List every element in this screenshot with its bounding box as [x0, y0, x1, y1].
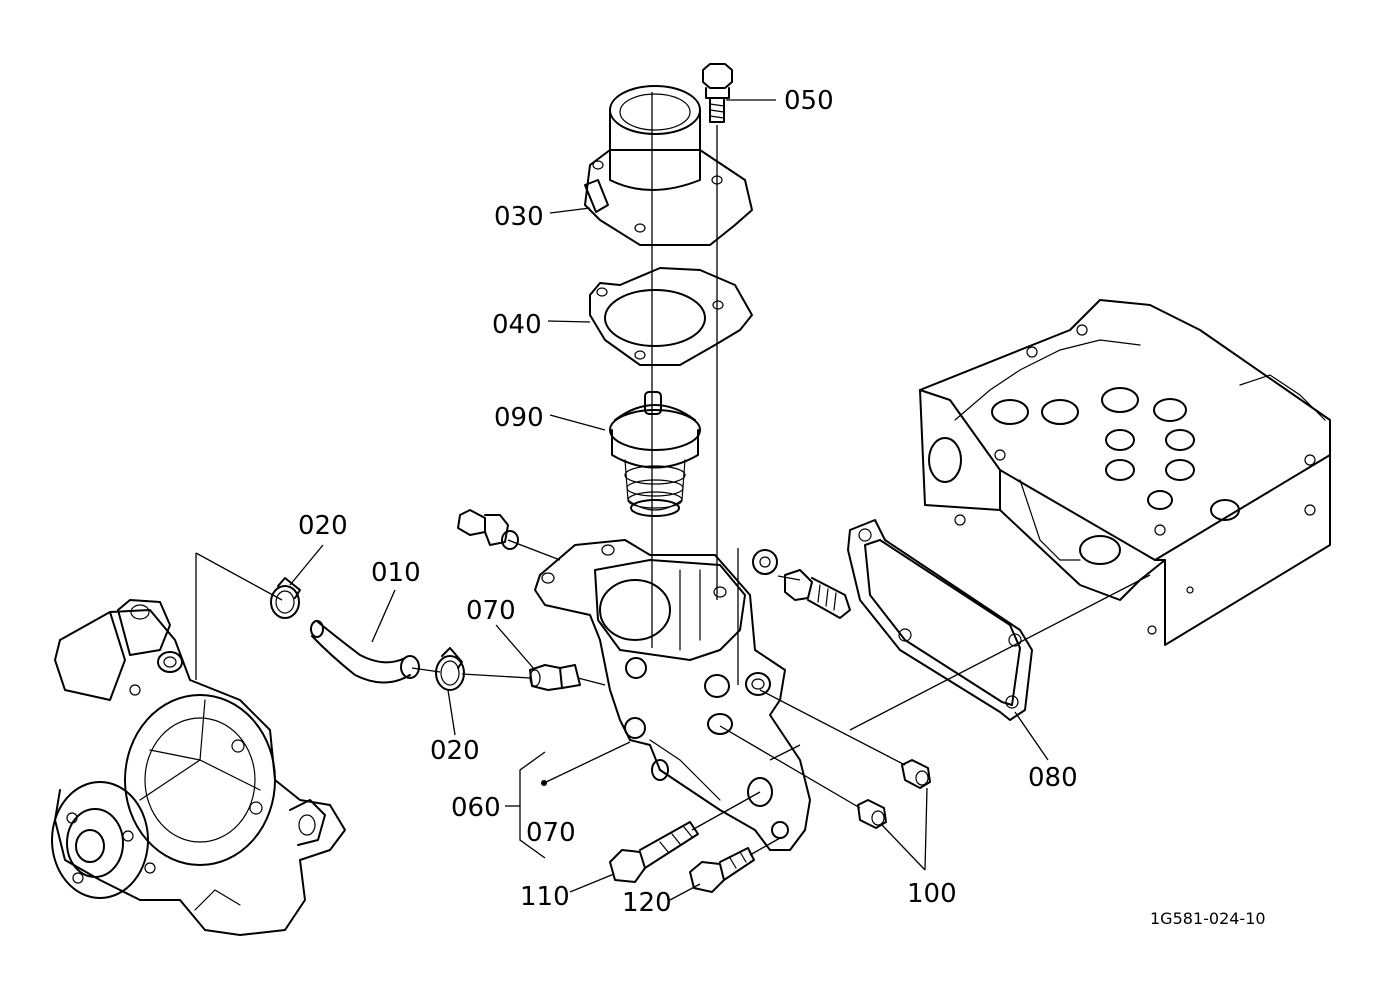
- callout-070-upper: 070: [466, 596, 516, 626]
- callout-070-lower: 070: [526, 818, 576, 848]
- temperature-sensor-drawing: [752, 549, 851, 619]
- callout-080: 080: [1028, 763, 1078, 793]
- hose-010-drawing: [310, 620, 420, 684]
- clamp-020-upper-drawing: [270, 577, 301, 619]
- callout-110: 110: [520, 882, 570, 912]
- bolt-050-drawing: [702, 63, 733, 123]
- thermostat-090-drawing: [609, 391, 701, 517]
- callout-020-lower: 020: [430, 736, 480, 766]
- thermostat-cover-030-drawing: [584, 85, 753, 246]
- callout-010: 010: [371, 558, 421, 588]
- thermostat-housing-drawing: [534, 539, 811, 851]
- plug-100-upper-drawing: [901, 759, 931, 789]
- gasket-080-drawing: [847, 519, 1033, 721]
- assembly-reference-lines: [195, 92, 1151, 856]
- bolt-120-drawing: [689, 847, 755, 893]
- fitting-upper-left-drawing: [457, 509, 519, 550]
- callout-030: 030: [494, 202, 544, 232]
- callout-040: 040: [492, 310, 542, 340]
- pipe-joint-070-drawing: [529, 664, 581, 691]
- callout-060-dot: [541, 780, 547, 786]
- drawing-code: 1G581-024-10: [1150, 909, 1266, 928]
- cylinder-head-drawing: [919, 299, 1331, 646]
- callout-090: 090: [494, 403, 544, 433]
- callout-100: 100: [907, 879, 957, 909]
- plug-100-lower-drawing: [857, 799, 887, 829]
- callout-120: 120: [622, 888, 672, 918]
- callout-050: 050: [784, 86, 834, 116]
- water-pump-drawing: [51, 599, 346, 936]
- callout-060: 060: [451, 793, 501, 823]
- clamp-020-lower-drawing: [435, 647, 465, 691]
- callout-020-upper: 020: [298, 511, 348, 541]
- bolt-110-drawing: [609, 821, 699, 883]
- gasket-040-drawing: [589, 267, 753, 366]
- callout-leader-lines: [289, 99, 1049, 901]
